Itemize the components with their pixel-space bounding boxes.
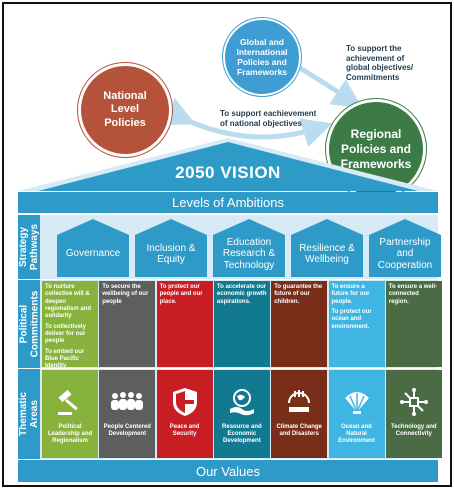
vision-roof (18, 138, 438, 191)
thematic-area-label: Resource and Economic Development (222, 424, 262, 445)
regional-policies-label: Regional Policies and Frameworks (340, 126, 412, 171)
pathway-label: Resilience & Wellbeing (299, 242, 355, 266)
thematic-area: Political Leadership and Regionalism (42, 370, 98, 458)
thematic-area-label: Technology and Connectivity (391, 424, 437, 438)
commitment-text: To protect our people and our place. (159, 284, 203, 305)
ambitions-label: Levels of Ambitions (171, 195, 284, 210)
political-commitments-label: Political Commitments (18, 280, 40, 368)
national-policies-label: National Level Policies (103, 90, 147, 129)
vision-title: 2050 VISION (175, 163, 281, 182)
thematic-area-label: Ocean and Natural Environment (338, 424, 375, 445)
commitment-column: To nurture collective will & deepen regi… (42, 281, 98, 369)
commitment-text: To protect our ocean and environment. (331, 308, 372, 330)
commitment-text: To nurture collective will & deepen regi… (45, 284, 92, 320)
ambitions-band: Levels of Ambitions (18, 192, 438, 213)
commitment-column: To accelerate our economic growth aspira… (213, 281, 270, 367)
circuit-icon (399, 384, 429, 420)
thematic-area: Ocean and Natural Environment (328, 370, 385, 458)
global-policies-circle: Global and International Policies and Fr… (223, 18, 301, 96)
global-support-note: To support the achievement of global obj… (346, 44, 414, 82)
national-support-note: To support eachievement of national obje… (220, 109, 317, 128)
commitment-column: To ensure a well-connected region. (385, 281, 442, 367)
thematic-area: People Centered Development (99, 370, 156, 458)
commitment-text: To guarantee the future of our children. (274, 284, 323, 305)
strategy-pathways-text: Strategy Pathways (18, 223, 41, 271)
pathway-3: Education Research & Technology (213, 219, 285, 277)
climate-icon (284, 384, 314, 420)
thematic-areas-label: Thematic Areas (18, 369, 40, 459)
strategy-pathways-label: Strategy Pathways (18, 215, 40, 279)
commitment-column: To ensure a future for our people. To pro… (328, 281, 385, 367)
thematic-areas-text: Thematic Areas (18, 392, 40, 436)
commitment-text: To ensure a well-connected region. (388, 284, 438, 305)
shield-icon (172, 384, 198, 420)
political-commitments-text: Political Commitments (18, 290, 40, 358)
thematic-area-label: Peace and Security (169, 424, 200, 438)
pathway-5: Partnership and Cooperation (369, 219, 441, 277)
thematic-area-label: Political Leadership and Regionalism (47, 424, 93, 445)
thematic-area: Peace and Security (156, 370, 213, 458)
pathway-label: Inclusion & Equity (146, 242, 196, 266)
pathway-label: Partnership and Cooperation (377, 236, 433, 271)
values-label: Our Values (195, 463, 261, 479)
thematic-area-label: Climate Change and Disasters (276, 424, 322, 438)
commitment-text: To embed our Blue Pacific Identity (45, 348, 85, 370)
commitment-column: To secure the wellbeing of our people (99, 281, 156, 367)
values-band: Our Values (18, 460, 438, 482)
commitment-column: To guarantee the future of our children. (271, 281, 328, 367)
commitment-text: To accelerate our economic growth aspira… (216, 284, 267, 305)
commitment-text: To secure the wellbeing of our people (102, 284, 149, 305)
thematic-area: Climate Change and Disasters (271, 370, 328, 458)
thematic-area-label: People Centered Development (103, 424, 151, 438)
globe-hand-icon (227, 384, 257, 420)
shell-icon (342, 384, 372, 420)
pathway-label: Education Research & Technology (222, 236, 276, 271)
pathway-2: Inclusion & Equity (135, 219, 207, 277)
pathway-1: Governance (57, 219, 129, 277)
pathway-4: Resilience & Wellbeing (291, 219, 363, 277)
thematic-area: Technology and Connectivity (385, 370, 442, 458)
commitment-column: To protect our people and our place. (156, 281, 213, 367)
gavel-icon (55, 384, 85, 420)
pathway-label: Governance (65, 248, 121, 260)
national-policies-circle: National Level Policies (78, 63, 172, 157)
global-policies-label: Global and International Policies and Fr… (236, 36, 288, 78)
people-icon (110, 384, 144, 420)
commitment-text: To ensure a future for our people. (331, 284, 370, 305)
commitment-text: To collectively deliver for our people (45, 323, 86, 345)
thematic-area: Resource and Economic Development (213, 370, 270, 458)
